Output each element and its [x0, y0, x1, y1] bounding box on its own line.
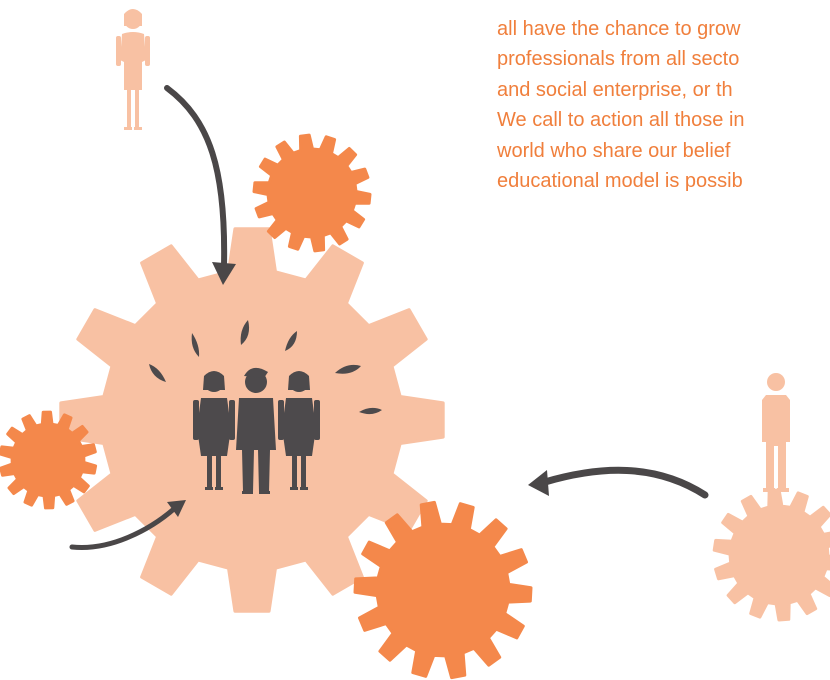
small-gear-top — [252, 133, 372, 253]
arrow-bottom-left — [69, 505, 178, 550]
arrow-top — [164, 85, 228, 269]
small-gear-left — [0, 410, 98, 510]
body-text-line: and social enterprise, or th — [497, 78, 733, 101]
woman-figure-icon — [116, 9, 150, 130]
gear-shape — [712, 488, 830, 622]
idea-drops — [149, 320, 382, 415]
body-text-block: all have the chance to grow professional… — [497, 14, 830, 196]
gear-right — [712, 488, 830, 622]
body-text-line: professionals from all secto — [497, 48, 740, 71]
body-text-line: all have the chance to grow — [497, 18, 741, 40]
body-text-line: We call to action all those in — [497, 109, 745, 132]
gear-shape — [353, 500, 533, 680]
arrows — [69, 85, 709, 550]
body-text-line: educational model is possib — [497, 170, 743, 193]
man-figure-icon — [762, 373, 790, 492]
group-people-icon — [193, 367, 320, 494]
gear-shape — [0, 410, 98, 510]
medium-gear-bottom — [353, 500, 533, 680]
arrow-right — [541, 466, 709, 499]
gear-shape — [252, 133, 372, 253]
body-text-line: world who share our belief — [497, 139, 731, 162]
